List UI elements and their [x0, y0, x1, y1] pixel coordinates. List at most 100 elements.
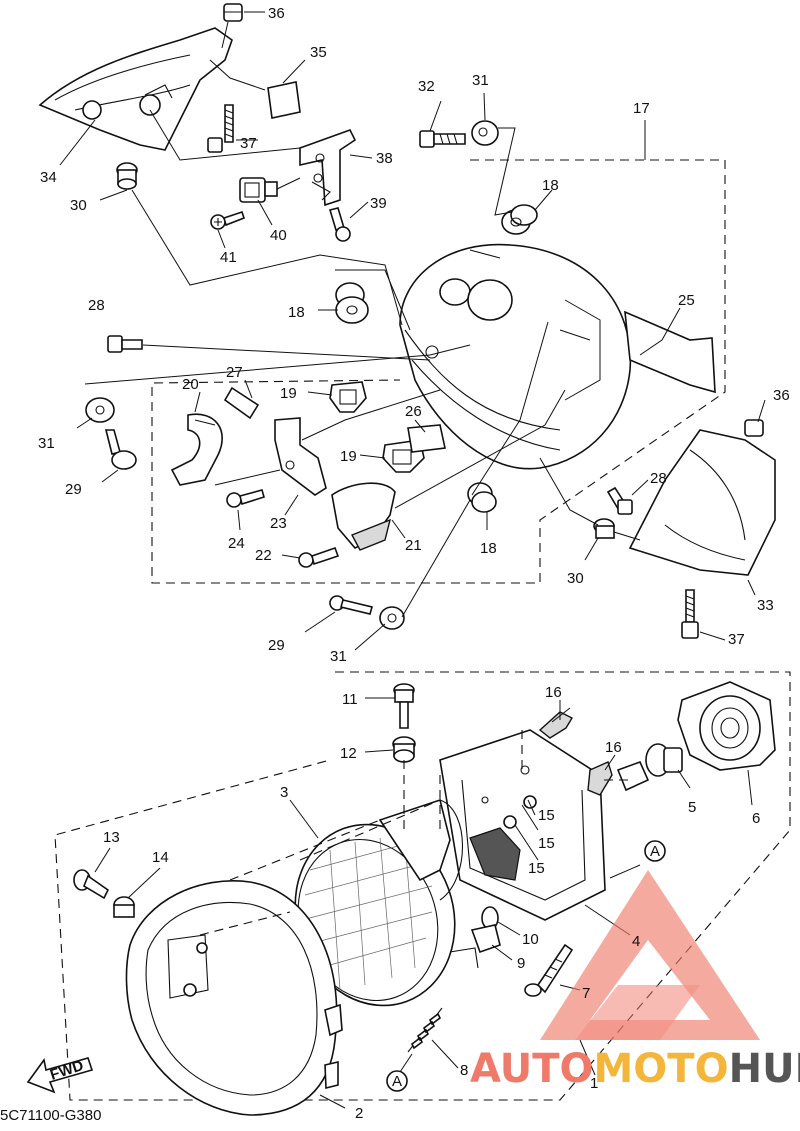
pad-27 — [223, 386, 260, 420]
callout-18-b: 18 — [288, 304, 305, 321]
callout-29-b: 29 — [268, 637, 285, 654]
headlight-bracket-cover-left — [38, 27, 233, 151]
bulb-socket-40 — [239, 177, 301, 203]
reference-mark-a-left: A — [386, 1070, 408, 1092]
callout-25: 25 — [678, 292, 695, 309]
callout-26: 26 — [405, 403, 422, 420]
watermark-brand: AUTOMOTOHUB — [470, 1046, 800, 1092]
callout-23: 23 — [270, 515, 287, 532]
bulb-cover-6 — [677, 681, 776, 771]
callout-31-c: 31 — [330, 648, 347, 665]
washer-31-lower — [379, 606, 405, 630]
adjust-screw-7 — [524, 943, 574, 997]
callout-4: 4 — [632, 933, 640, 950]
callout-37-b: 37 — [728, 631, 745, 648]
washer-31-top — [471, 120, 499, 146]
watermark-triangle-icon — [540, 870, 760, 1040]
spring-8 — [407, 1007, 443, 1053]
callout-16-a: 16 — [545, 684, 562, 701]
svg-text:A: A — [392, 1073, 402, 1090]
bolt-37-right — [681, 589, 699, 639]
screw-13 — [73, 869, 110, 900]
callout-41: 41 — [220, 249, 237, 266]
clip-16-upper — [538, 707, 573, 739]
grommet-30-top — [116, 162, 138, 190]
screw-41 — [210, 210, 245, 230]
callout-35: 35 — [310, 44, 327, 61]
pad-26 — [407, 424, 446, 453]
bulb-mount-bracket-4 — [439, 729, 606, 921]
callout-38: 38 — [376, 150, 393, 167]
headlight-rim-2 — [125, 880, 343, 1116]
bolt-29-lower — [329, 595, 373, 615]
watermark-brand-part-3: HUB — [729, 1046, 800, 1092]
callout-37-a: 37 — [240, 135, 257, 152]
callout-21: 21 — [405, 537, 422, 554]
callout-19-a: 19 — [280, 385, 297, 402]
callout-15-a: 15 — [538, 807, 555, 824]
screw-11 — [393, 683, 415, 729]
bolt-28-right — [606, 486, 633, 515]
group-headlight-outline — [54, 671, 791, 1101]
cover-21 — [331, 482, 396, 551]
screw-39 — [328, 207, 351, 242]
bulb-5 — [616, 743, 683, 792]
bracket-38 — [299, 129, 357, 207]
reference-mark-a-right: A — [644, 840, 666, 862]
callout-30-b: 30 — [567, 570, 584, 587]
watermark-brand-part-2: MOTO — [594, 1046, 729, 1092]
callout-3: 3 — [280, 784, 288, 801]
callout-36-a: 36 — [268, 5, 285, 22]
callout-32: 32 — [418, 78, 435, 95]
callout-27: 27 — [226, 364, 243, 381]
callout-16-b: 16 — [605, 739, 622, 756]
callout-18-a: 18 — [542, 177, 559, 194]
watermark-brand-part-1: AUTO — [470, 1046, 594, 1092]
bolt-32 — [419, 130, 466, 148]
callout-9: 9 — [517, 955, 525, 972]
washer-31-left — [85, 397, 115, 423]
forward-label: FWD — [48, 1057, 86, 1084]
callout-18-c: 18 — [480, 540, 497, 557]
grommet-30-right — [593, 518, 641, 541]
callout-5: 5 — [688, 799, 696, 816]
callout-6: 6 — [752, 810, 760, 827]
headlight-bracket-cover-right — [628, 419, 776, 576]
callout-8: 8 — [460, 1062, 468, 1079]
callout-13: 13 — [103, 829, 120, 846]
screw-22 — [298, 546, 340, 568]
callout-7: 7 — [582, 985, 590, 1002]
callout-11: 11 — [342, 691, 358, 708]
callout-12: 12 — [340, 745, 357, 762]
grommet-12 — [392, 736, 416, 763]
callout-17: 17 — [633, 100, 650, 117]
callout-15-b: 15 — [538, 835, 555, 852]
callout-28-b: 28 — [650, 470, 667, 487]
clip-19-upper — [329, 381, 367, 413]
bolt-29-left — [104, 429, 137, 470]
callout-40: 40 — [270, 227, 287, 244]
grommet-18-lower — [467, 482, 497, 513]
grommet-18-left — [335, 282, 369, 324]
clip-9 — [449, 924, 501, 969]
gasket-25 — [624, 310, 716, 394]
callout-33: 33 — [757, 597, 774, 614]
callout-34: 34 — [40, 169, 57, 186]
callout-20: 20 — [182, 376, 199, 393]
callout-31-b: 31 — [38, 435, 55, 452]
callout-39: 39 — [370, 195, 387, 212]
watermark-logo — [540, 870, 760, 1040]
bolt-37-top — [207, 104, 234, 153]
callout-29-a: 29 — [65, 481, 82, 498]
grommet-14 — [113, 896, 135, 918]
callout-30-a: 30 — [70, 197, 87, 214]
grommet-18-upper — [501, 204, 538, 235]
callout-2: 2 — [355, 1105, 363, 1122]
callout-24: 24 — [228, 535, 245, 552]
bolt-28-left — [107, 335, 143, 353]
screw-24 — [226, 489, 265, 508]
headlight-housing-shell — [399, 243, 632, 470]
bracket-23 — [274, 417, 327, 496]
clip-16-lower — [587, 761, 613, 796]
